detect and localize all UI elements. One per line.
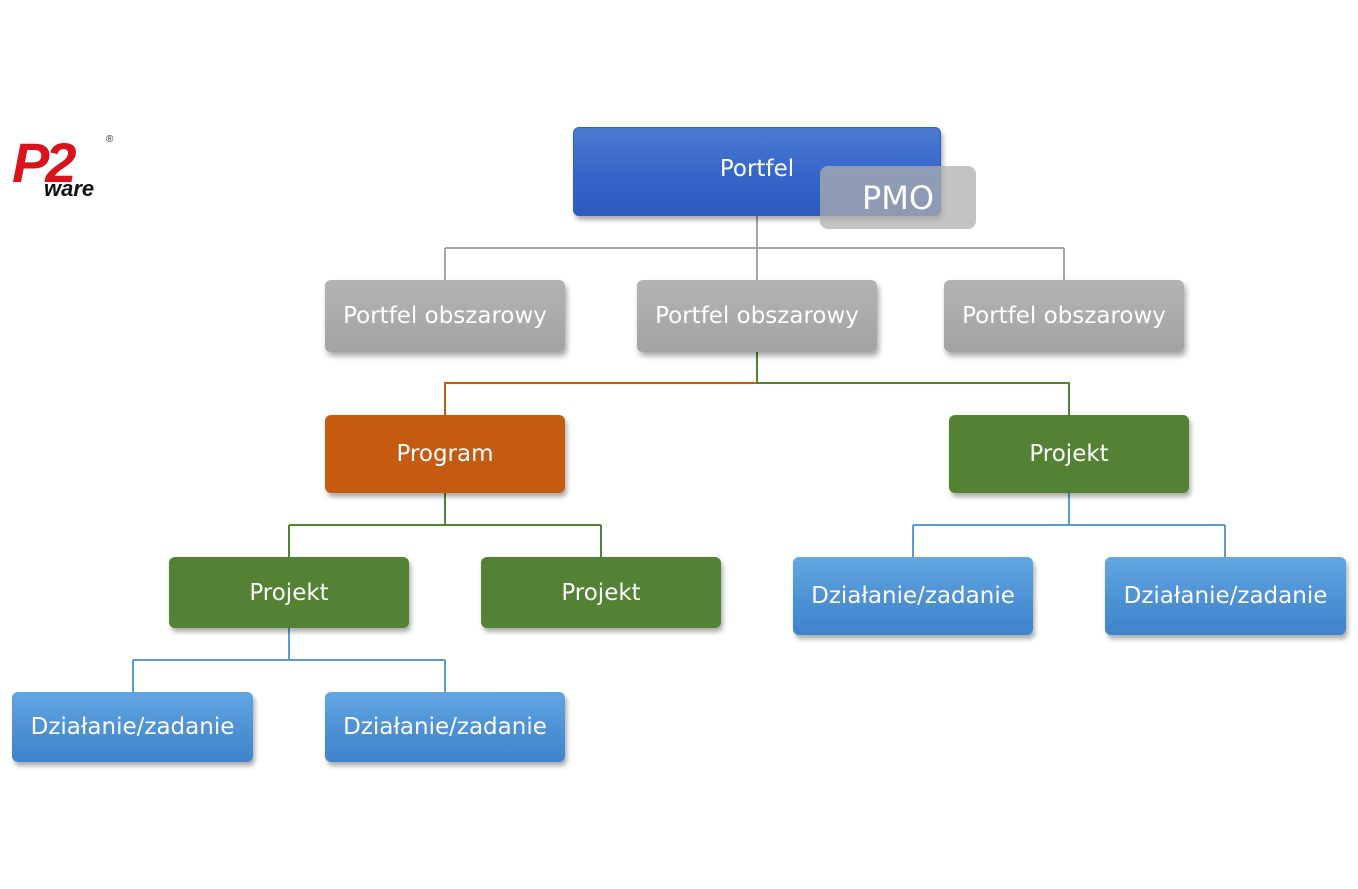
node-task-left-1[interactable]: Działanie/zadanie [12, 692, 253, 762]
connector-area-program [444, 352, 758, 415]
node-area-portfolio-right[interactable]: Portfel obszarowy [944, 280, 1184, 352]
node-project-program-right[interactable]: Projekt [481, 557, 721, 628]
logo-text-main: P2 [12, 132, 76, 194]
connector-project-right-tasks [912, 493, 1226, 557]
connector-program-projects [288, 493, 602, 557]
p2ware-logo: P2 ware ® [12, 132, 114, 201]
node-task-left-1-label: Działanie/zadanie [30, 714, 235, 740]
node-area-portfolio-center[interactable]: Portfel obszarowy [637, 280, 877, 352]
node-program-label: Program [396, 441, 494, 467]
connector-area-project [756, 352, 1070, 415]
node-task-right-2[interactable]: Działanie/zadanie [1105, 557, 1346, 635]
node-project-program-right-label: Projekt [561, 579, 641, 606]
node-area-portfolio-left[interactable]: Portfel obszarowy [325, 280, 565, 352]
node-project-right-label: Projekt [1029, 441, 1109, 467]
connector-portfolio-areas [444, 216, 1065, 280]
node-area-portfolio-center-label: Portfel obszarowy [655, 303, 859, 329]
node-area-portfolio-left-label: Portfel obszarowy [343, 303, 547, 329]
node-task-left-2-label: Działanie/zadanie [343, 714, 547, 740]
logo-registered: ® [106, 134, 114, 145]
node-project-program-left-label: Projekt [249, 579, 329, 606]
node-area-portfolio-right-label: Portfel obszarowy [962, 303, 1166, 329]
node-task-right-1[interactable]: Działanie/zadanie [793, 557, 1033, 635]
node-program[interactable]: Program [325, 415, 565, 493]
node-project-right[interactable]: Projekt [949, 415, 1189, 493]
connector-project-left-tasks [132, 628, 446, 692]
node-project-program-left[interactable]: Projekt [169, 557, 409, 628]
node-task-right-1-label: Działanie/zadanie [811, 583, 1015, 609]
logo-text-sub: ware [44, 176, 94, 201]
node-task-right-2-label: Działanie/zadanie [1123, 583, 1328, 609]
pmo-label: PMO [861, 178, 935, 217]
node-task-left-2[interactable]: Działanie/zadanie [325, 692, 565, 762]
pmo-badge[interactable]: PMO [820, 166, 976, 229]
node-portfolio-label: Portfel [719, 156, 795, 182]
